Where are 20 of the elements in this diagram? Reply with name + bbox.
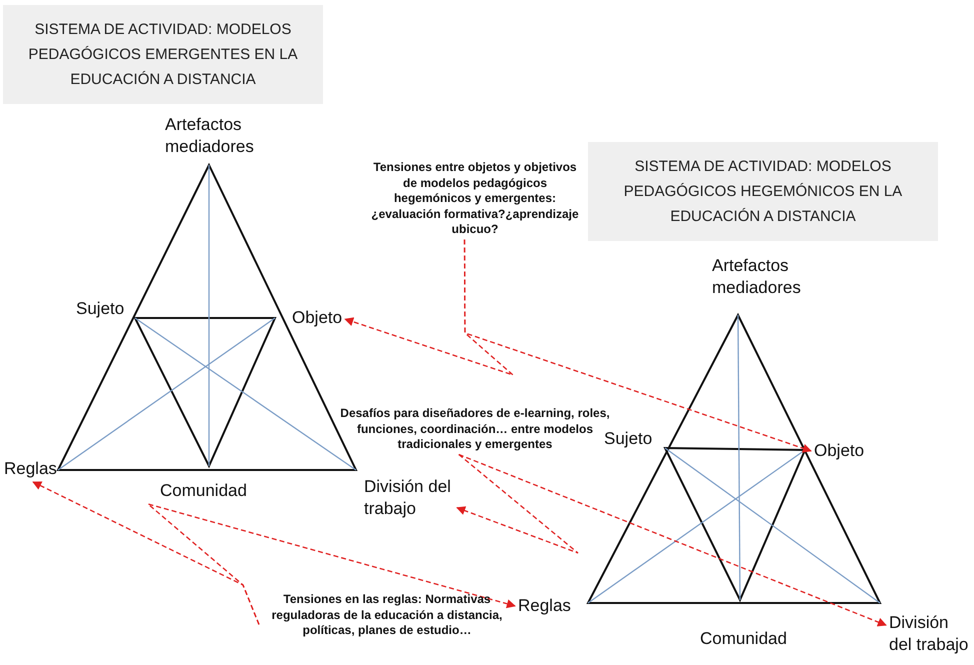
vertex-label: Reglas [4, 458, 57, 480]
vertex-label: Sujeto [76, 298, 124, 320]
vertex-label: Comunidad [700, 628, 787, 650]
annotation-note: Tensiones en las reglas: Normativas reguladoras de la educación a distancia, políticas, planes de estudio… [262, 592, 512, 638]
vertex-label: Objeto [814, 440, 864, 462]
vertex-label: Reglas [518, 595, 571, 617]
vertex-label: Objeto [292, 307, 342, 329]
vertex-label: Sujeto [604, 428, 652, 450]
vertex-label: Artefactos mediadores [165, 114, 265, 158]
dashed-arrow [458, 454, 887, 626]
vertex-label: División del trabajo [364, 476, 454, 520]
vertex-label: División del trabajo [889, 612, 973, 656]
title-banner: SISTEMA DE ACTIVIDAD: MODELOS PEDAGÓGICOS EMERGENTES EN LA EDUCACIÓN A DISTANCIA [3, 5, 323, 104]
vertex-label: Artefactos mediadores [712, 255, 812, 299]
dashed-arrow [464, 240, 812, 453]
annotation-note: Tensiones entre objetos y objetivos de modelos pedagógicos hegemónicos y emergentes: ¿evaluación formativa?¿aprendizaje ubicuo? [370, 160, 580, 238]
dashed-arrow [147, 503, 516, 625]
vertex-label: Comunidad [160, 480, 247, 502]
dashed-arrow [456, 454, 579, 554]
title-banner: SISTEMA DE ACTIVIDAD: MODELOS PEDAGÓGICOS HEGEMÓNICOS EN LA EDUCACIÓN A DISTANCIA [588, 142, 938, 241]
